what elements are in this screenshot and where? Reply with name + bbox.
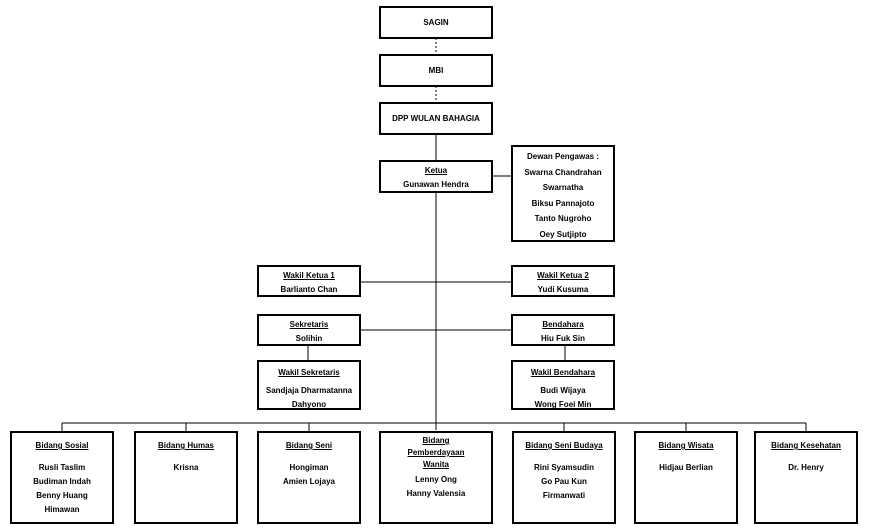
bidang-humas-box: Bidang Humas Krisna	[134, 431, 238, 524]
bidang-member: Himawan	[44, 505, 80, 514]
dpp-label: DPP WULAN BAHAGIA	[392, 113, 480, 123]
ketua-title: Ketua	[424, 166, 448, 175]
bidang-member: Krisna	[173, 463, 199, 472]
bidang-member: Amien Lojaya	[282, 477, 335, 486]
wakil-ketua-2-box: Wakil Ketua 2 Yudi Kusuma	[511, 265, 615, 297]
bidang-member: Firmanwati	[542, 491, 586, 500]
dewan-pengawas-member: Swarna Chandrahan	[524, 167, 602, 177]
bidang-member: Rusli Taslim	[38, 463, 86, 472]
dewan-pengawas-member: Biksu Pannajoto	[531, 198, 595, 208]
dewan-pengawas-member: Swarnatha	[542, 183, 584, 192]
bidang-wisata-box: Bidang Wisata Hidjau Berlian	[634, 431, 738, 524]
dewan-pengawas-title: Dewan Pengawas :	[526, 152, 600, 161]
bidang-kesehatan-box: Bidang Kesehatan Dr. Henry	[754, 431, 858, 524]
mbi-box: MBI	[379, 54, 493, 87]
bidang-title: Bidang Seni	[285, 441, 333, 450]
wakil-bendahara-name: Budi Wijaya	[540, 386, 586, 395]
ketua-box: Ketua Gunawan Hendra	[379, 160, 493, 193]
wakil-sekretaris-name: Dahyono	[291, 400, 327, 409]
mbi-label: MBI	[428, 65, 444, 75]
bendahara-name: Hiu Fuk Sin	[541, 334, 585, 343]
bendahara-title: Bendahara	[542, 320, 584, 329]
wakil-ketua-1-title: Wakil Ketua 1	[283, 271, 335, 280]
dewan-pengawas-member: Oey Sutjipto	[539, 229, 587, 239]
bidang-member: Hanny Valensia	[406, 489, 466, 498]
wakil-ketua-1-box: Wakil Ketua 1 Barlianto Chan	[257, 265, 361, 297]
bendahara-box: Bendahara Hiu Fuk Sin	[511, 314, 615, 346]
wakil-sekretaris-box: Wakil Sekretaris Sandjaja Dharmatanna Da…	[257, 360, 361, 410]
sagin-label: SAGIN	[423, 17, 449, 27]
sagin-box: SAGIN	[379, 6, 493, 39]
bidang-member: Lenny Ong	[415, 475, 457, 484]
dpp-box: DPP WULAN BAHAGIA	[379, 102, 493, 135]
wakil-bendahara-box: Wakil Bendahara Budi Wijaya Wong Foei Mi…	[511, 360, 615, 410]
sekretaris-name: Solihin	[295, 334, 323, 343]
bidang-member: Hongiman	[289, 463, 329, 472]
bidang-title: Bidang Humas	[157, 441, 214, 450]
bidang-pemberdayaan-wanita-box: Bidang Pemberdayaan Wanita Lenny Ong Han…	[379, 431, 493, 524]
wakil-ketua-1-name: Barlianto Chan	[280, 285, 338, 294]
sekretaris-title: Sekretaris	[289, 320, 329, 329]
wakil-bendahara-name: Wong Foei Min	[534, 400, 592, 409]
bidang-title: Bidang Seni Budaya	[525, 441, 603, 450]
bidang-member: Budiman Indah	[33, 477, 91, 486]
ketua-name: Gunawan Hendra	[403, 180, 469, 189]
bidang-member: Benny Huang	[36, 491, 88, 500]
bidang-title: Bidang Kesehatan	[771, 441, 841, 450]
wakil-sekretaris-name: Sandjaja Dharmatanna	[265, 386, 353, 395]
bidang-seni-box: Bidang Seni Hongiman Amien Lojaya	[257, 431, 361, 524]
bidang-member: Go Pau Kun	[541, 477, 587, 486]
bidang-member: Rini Syamsudin	[533, 463, 594, 472]
dewan-pengawas-box: Dewan Pengawas : Swarna Chandrahan Swarn…	[511, 145, 615, 242]
wakil-bendahara-title: Wakil Bendahara	[530, 368, 596, 377]
wakil-ketua-2-title: Wakil Ketua 2	[537, 271, 589, 280]
bidang-title: Bidang Wisata	[658, 441, 714, 450]
bidang-member: Dr. Henry	[788, 463, 824, 472]
wakil-sekretaris-title: Wakil Sekretaris	[278, 368, 340, 377]
dewan-pengawas-member: Tanto Nugroho	[534, 214, 592, 223]
bidang-seni-budaya-box: Bidang Seni Budaya Rini Syamsudin Go Pau…	[512, 431, 616, 524]
bidang-title: Bidang Pemberdayaan Wanita	[407, 436, 465, 469]
bidang-title: Bidang Sosial	[35, 441, 89, 450]
sekretaris-box: Sekretaris Solihin	[257, 314, 361, 346]
wakil-ketua-2-name: Yudi Kusuma	[537, 285, 589, 294]
bidang-sosial-box: Bidang Sosial Rusli Taslim Budiman Indah…	[10, 431, 114, 524]
bidang-member: Hidjau Berlian	[659, 463, 713, 472]
